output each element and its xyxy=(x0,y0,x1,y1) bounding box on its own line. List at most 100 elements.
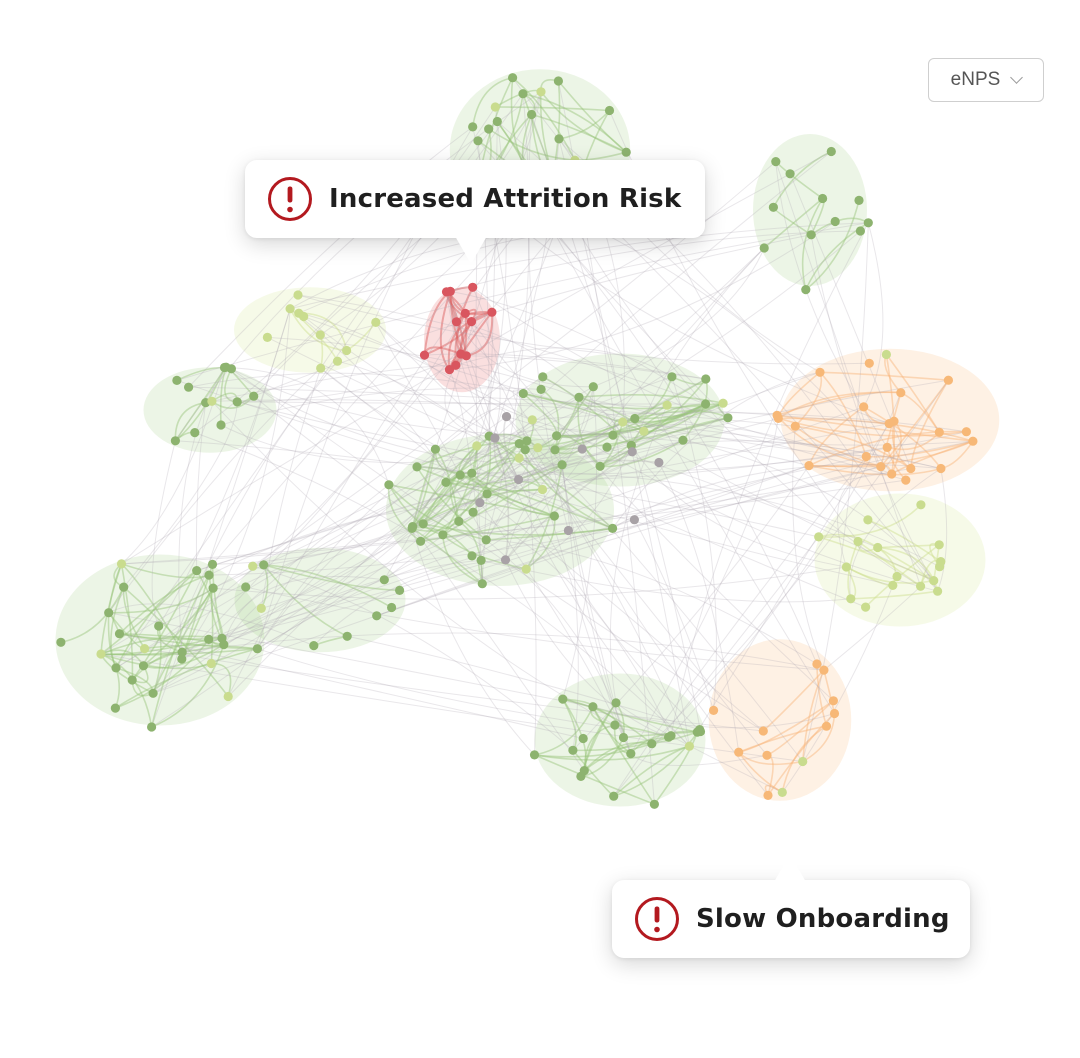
network-edge xyxy=(221,519,635,639)
network-edge xyxy=(471,287,501,474)
network-edge xyxy=(777,391,901,420)
network-edge xyxy=(108,587,214,614)
network-edge xyxy=(776,391,901,417)
network-edge xyxy=(223,575,385,645)
network-node xyxy=(170,436,180,446)
network-edge xyxy=(424,353,706,380)
cluster-halo xyxy=(143,367,277,453)
network-node xyxy=(316,363,326,373)
network-node xyxy=(678,435,688,445)
network-node xyxy=(484,124,494,134)
network-edge xyxy=(100,653,212,670)
network-edge xyxy=(554,417,729,451)
network-edge xyxy=(110,586,125,669)
network-edge xyxy=(150,574,210,728)
network-edge xyxy=(910,379,950,469)
network-edge xyxy=(420,443,520,542)
network-edge xyxy=(375,322,614,436)
network-edge xyxy=(805,200,860,291)
network-edge xyxy=(412,421,623,528)
network-edge xyxy=(479,371,821,504)
network-node xyxy=(521,564,531,574)
network-edge xyxy=(775,161,922,587)
network-edge xyxy=(423,523,613,536)
cluster-halo xyxy=(814,493,986,627)
slow-onboarding-callout[interactable]: Slow Onboarding xyxy=(612,854,970,958)
network-node xyxy=(416,536,426,546)
network-edge xyxy=(151,308,291,728)
network-edge xyxy=(257,439,684,650)
network-node xyxy=(829,708,840,719)
network-edge xyxy=(260,368,322,609)
network-edge xyxy=(237,401,563,466)
network-edge xyxy=(131,570,198,681)
network-edge xyxy=(540,91,627,153)
network-edge xyxy=(252,448,583,567)
network-edge xyxy=(778,417,967,437)
network-node xyxy=(873,542,883,553)
network-edge xyxy=(583,724,616,771)
network-edge xyxy=(223,527,413,645)
network-edge xyxy=(471,471,940,568)
network-node xyxy=(252,644,262,654)
network-edge xyxy=(542,423,890,490)
network-node xyxy=(507,73,518,83)
network-edge xyxy=(518,443,768,756)
network-edge xyxy=(531,113,627,153)
network-edge xyxy=(630,403,706,446)
network-edge xyxy=(937,468,948,592)
network-edge xyxy=(504,451,633,561)
network-edge xyxy=(480,559,851,603)
network-edge xyxy=(794,425,882,468)
network-node xyxy=(481,535,491,545)
network-edge xyxy=(152,587,214,694)
network-node xyxy=(460,308,470,318)
cluster-halo xyxy=(708,639,852,801)
network-node xyxy=(184,382,194,392)
network-edge xyxy=(411,474,461,530)
network-edge xyxy=(476,433,528,447)
network-edge xyxy=(119,633,584,739)
network-node xyxy=(758,726,768,736)
network-node xyxy=(514,453,524,463)
network-node xyxy=(806,230,816,240)
metric-dropdown[interactable]: eNPS xyxy=(928,58,1044,102)
network-node xyxy=(768,202,779,212)
network-node xyxy=(818,193,828,204)
network-edge xyxy=(115,313,466,669)
network-node xyxy=(896,388,906,398)
network-edge xyxy=(188,372,524,394)
network-node xyxy=(609,791,619,801)
network-edge xyxy=(887,431,940,451)
chevron-down-icon xyxy=(1010,71,1024,84)
network-edge xyxy=(196,417,729,572)
network-edge xyxy=(174,366,227,442)
network-edge xyxy=(488,435,614,530)
network-edge xyxy=(506,416,690,747)
network-node xyxy=(618,732,629,743)
network-node xyxy=(472,441,482,451)
network-node xyxy=(801,285,811,295)
network-node xyxy=(527,415,537,425)
network-node xyxy=(490,433,500,443)
network-node xyxy=(342,631,352,641)
network-node xyxy=(513,474,524,485)
network-node xyxy=(468,507,478,517)
network-edge xyxy=(534,754,655,806)
network-node xyxy=(906,463,916,474)
network-node xyxy=(588,702,598,712)
network-edge xyxy=(387,484,422,542)
cluster-halo xyxy=(753,134,867,286)
network-edge xyxy=(303,316,538,449)
network-edge xyxy=(613,456,867,797)
network-edge xyxy=(891,440,974,475)
network-edge xyxy=(849,468,942,599)
network-node xyxy=(815,367,825,377)
network-edge xyxy=(658,462,740,753)
network-edge xyxy=(819,371,949,381)
network-edge xyxy=(152,482,447,694)
network-edge xyxy=(562,698,653,745)
network-edge xyxy=(211,399,796,427)
network-node xyxy=(961,427,972,437)
attrition-risk-callout[interactable]: Increased Attrition Risk xyxy=(245,160,705,264)
